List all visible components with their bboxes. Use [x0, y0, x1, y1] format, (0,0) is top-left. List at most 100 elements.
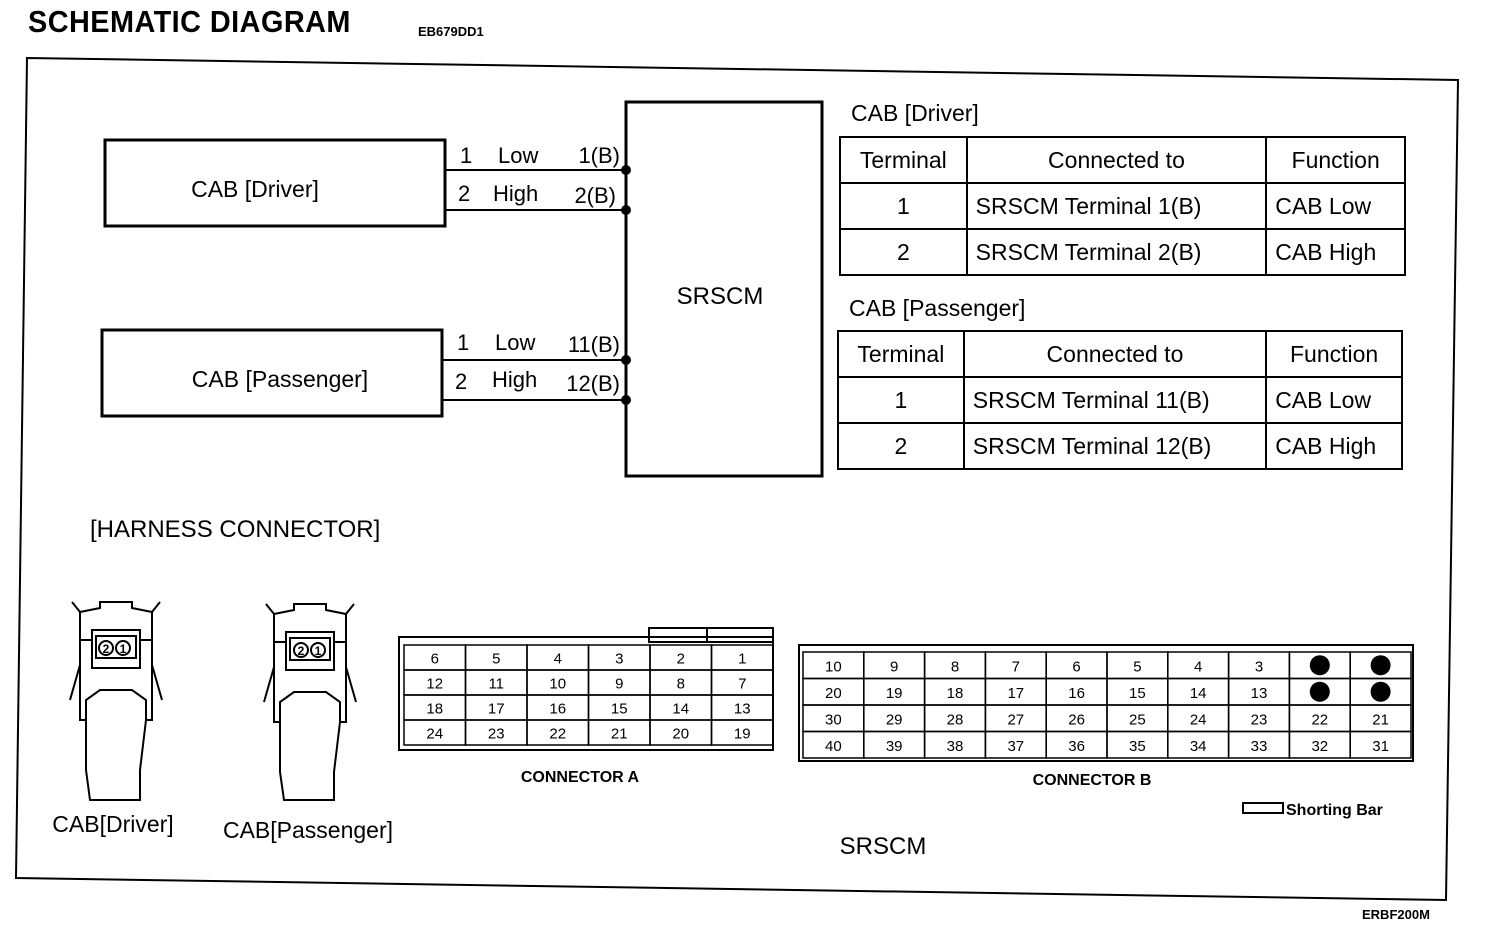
connector-pin-number: 21: [1372, 711, 1389, 728]
srscm-module-box: [624, 100, 824, 478]
connector-pin-number: 14: [672, 701, 689, 718]
wire-name: High: [492, 367, 537, 392]
connector-pin-number: 18: [426, 701, 443, 718]
wire-terminal: 1(B): [578, 143, 620, 168]
wire-pin: 1: [460, 143, 472, 168]
connector-pin-number: 10: [549, 676, 566, 693]
connector-pin-number: 14: [1190, 685, 1207, 702]
connector-pin-number: 15: [611, 701, 628, 718]
connector-pin-number: 18: [947, 685, 964, 702]
connector-pin-number: 7: [738, 676, 746, 693]
passenger-table-title: CAB [Passenger]: [849, 295, 1026, 321]
connector-pin-number: 26: [1068, 711, 1085, 728]
connector-pin-number: 4: [554, 651, 562, 668]
connector-pin-number: 36: [1068, 738, 1085, 755]
shorting-bar-pin: [1309, 681, 1330, 702]
connector-pin-number: 3: [1255, 658, 1263, 675]
cab-driver-connector-drawing: [69, 601, 163, 801]
cell-function: CAB Low: [1265, 376, 1403, 424]
shorting-bar-label: Shorting Bar: [1286, 802, 1383, 819]
cell-connected-to: SRSCM Terminal 12(B): [962, 422, 1268, 470]
driver-junction-dot: [621, 205, 631, 215]
cab-passenger-box-label: CAB [Passenger]: [192, 366, 368, 392]
connector-pin-number: 28: [947, 711, 964, 728]
header-function: Function: [1265, 330, 1403, 378]
pin-2-marker: [293, 642, 309, 658]
connector-pin-number: 40: [825, 738, 842, 755]
connector-pin-number: 27: [1007, 711, 1024, 728]
shorting-bar-pin: [1370, 655, 1391, 676]
connector-pin-cell: [710, 719, 774, 746]
cell-terminal: 2: [839, 228, 968, 276]
connector-pin-number: 5: [1133, 658, 1141, 675]
table-row: 1 SRSCM Terminal 1(B) CAB Low: [839, 182, 1406, 230]
connector-pin-number: 22: [1311, 711, 1328, 728]
table-row: 1 SRSCM Terminal 11(B) CAB Low: [837, 376, 1403, 424]
wire-terminal: 11(B): [568, 332, 620, 357]
diagram-frame: [14, 56, 1460, 902]
connector-pin-number: 20: [825, 685, 842, 702]
header-function: Function: [1265, 136, 1406, 184]
shorting-bar-pin: [1309, 655, 1330, 676]
connector-pin-number: 1: [738, 651, 746, 668]
cell-connected-to: SRSCM Terminal 2(B): [965, 228, 1268, 276]
connector-b-label: CONNECTOR B: [1033, 772, 1152, 789]
connector-pin-number: 23: [488, 726, 505, 743]
connector-pin-number: 16: [549, 701, 566, 718]
wire-terminal: 12(B): [566, 371, 620, 396]
passenger-junction-dot: [621, 355, 631, 365]
cell-function: CAB High: [1265, 422, 1403, 470]
connector-pin-number: 15: [1129, 685, 1146, 702]
connector-pin-number: 6: [431, 651, 439, 668]
cab-driver-connector-label: CAB[Driver]: [52, 811, 173, 837]
connector-pin-number: 16: [1068, 685, 1085, 702]
connector-pin-number: 11: [488, 676, 504, 693]
connector-pin-number: 19: [886, 685, 903, 702]
passenger-terminal-table: Terminal Connected to Function 1 SRSCM T…: [837, 330, 1403, 470]
connector-pin-cell: [1349, 730, 1412, 759]
connector-pin-number: 37: [1007, 738, 1024, 755]
connector-pin-number: 32: [1311, 738, 1328, 755]
cab-passenger-box: [100, 328, 444, 418]
connector-pin-number: 9: [615, 676, 623, 693]
connector-pin-number: 34: [1190, 738, 1207, 755]
pin-2-marker: [98, 640, 114, 656]
connector-pin-number: 8: [677, 676, 685, 693]
connector-pin-number: 13: [734, 701, 751, 718]
connector-pin-number: 39: [886, 738, 903, 755]
srscm-connector-label: SRSCM: [840, 833, 927, 860]
connector-pin-number: 2: [677, 651, 685, 668]
document-code: EB679DD1: [418, 24, 484, 39]
connector-pin-number: 25: [1129, 711, 1146, 728]
figure-code: ERBF200M: [1362, 907, 1430, 922]
wire-name: High: [493, 181, 538, 206]
connector-pin-number: 9: [890, 658, 898, 675]
connector-pin-number: 19: [734, 726, 751, 743]
connector-pin-number: 4: [1194, 658, 1202, 675]
wire-pin: 1: [457, 330, 469, 355]
srscm-module-label: SRSCM: [677, 283, 764, 310]
cab-driver-box: [103, 138, 447, 228]
header-connected-to: Connected to: [965, 136, 1268, 184]
connector-pin-number: 6: [1072, 658, 1080, 675]
connector-pin-number: 30: [825, 711, 842, 728]
passenger-junction-dot: [621, 395, 631, 405]
connector-pin-number: 24: [426, 726, 443, 743]
header-terminal: Terminal: [837, 330, 965, 378]
connector-pin-number: 38: [947, 738, 964, 755]
cell-terminal: 1: [837, 376, 965, 424]
cell-connected-to: SRSCM Terminal 11(B): [962, 376, 1268, 424]
driver-junction-dot: [621, 165, 631, 175]
pin-label: 1: [315, 644, 322, 658]
cab-passenger-connector-drawing: [263, 603, 357, 801]
pin-label: 1: [120, 642, 127, 656]
cab-passenger-connector-label: CAB[Passenger]: [223, 817, 393, 843]
connector-pin-number: 22: [549, 726, 566, 743]
harness-section-title: [HARNESS CONNECTOR]: [90, 516, 380, 543]
cell-terminal: 1: [839, 182, 968, 230]
connector-pin-number: 29: [886, 711, 903, 728]
connector-pin-number: 23: [1251, 711, 1268, 728]
pin-label: 2: [298, 644, 305, 658]
connector-pin-number: 10: [825, 658, 842, 675]
